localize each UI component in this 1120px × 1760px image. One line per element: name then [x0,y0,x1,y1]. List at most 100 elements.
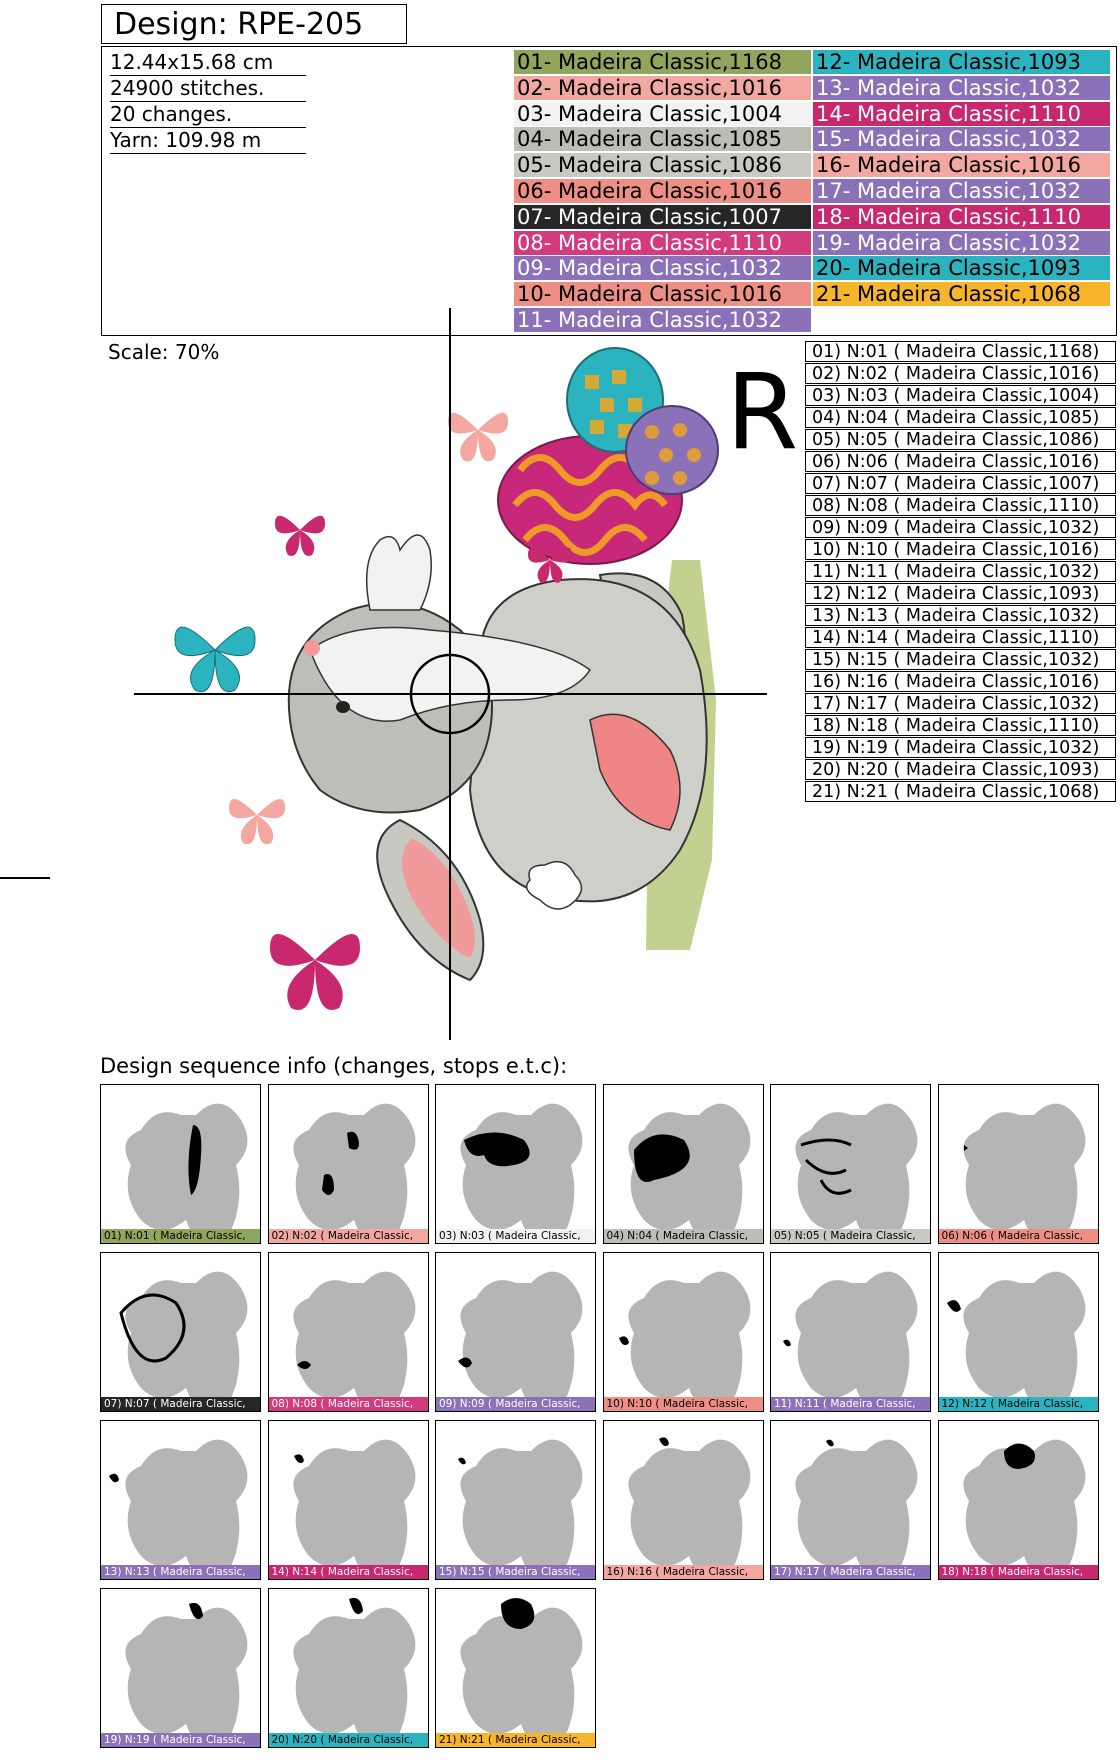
thumbnail-preview [618,1271,750,1399]
needle-row: 18) N:18 ( Madeira Classic,1110) [805,715,1116,736]
thumbnail-preview [962,1103,1085,1231]
design-silhouette [962,1439,1085,1567]
thumbnail-label: 06) N:06 ( Madeira Classic, [938,1229,1098,1243]
thumbnail-label: 17) N:17 ( Madeira Classic, [771,1565,930,1579]
design-silhouette [125,1271,248,1399]
thumbnail-preview [946,1271,1085,1399]
thumbnail-label: 09) N:09 ( Madeira Classic, [436,1397,595,1411]
thumbnail-preview [292,1271,415,1399]
color-chip: 20- Madeira Classic,1093 [813,256,1110,281]
sequence-thumbnail: 09) N:09 ( Madeira Classic, [435,1252,596,1412]
design-silhouette [460,1439,583,1567]
thumbnail-label: 04) N:04 ( Madeira Classic, [603,1229,763,1243]
needle-row: 12) N:12 ( Madeira Classic,1093) [805,583,1116,604]
butterfly-magenta-small [528,547,572,583]
rabbit-tail [525,860,583,910]
needle-row: 20) N:20 ( Madeira Classic,1093) [805,759,1116,780]
thumbnail-preview [627,1437,750,1567]
color-chip: 07- Madeira Classic,1007 [514,204,811,229]
needle-row: 02) N:02 ( Madeira Classic,1016) [805,363,1116,384]
design-silhouette [125,1439,248,1567]
stitch-region [800,1138,852,1195]
color-chip: 19- Madeira Classic,1032 [813,230,1110,255]
sequence-thumbnail: 05) N:05 ( Madeira Classic, [770,1084,931,1244]
embroidery-preview [134,308,767,1040]
design-silhouette [627,1271,750,1399]
needle-row: 06) N:06 ( Madeira Classic,1016) [805,451,1116,472]
thumbnail-preview [109,1439,248,1567]
design-size: 12.44x15.68 cm [110,50,306,76]
rabbit-side-ear [589,713,681,831]
needle-row: 07) N:07 ( Madeira Classic,1007) [805,473,1116,494]
stitch-region [119,1293,186,1363]
butterfly-magenta-bottom [270,934,360,1010]
design-silhouette [460,1103,583,1231]
rabbit-paw [365,534,432,611]
thumbnail-label: 21) N:21 ( Madeira Classic, [436,1733,595,1747]
color-chip: 01- Madeira Classic,1168 [514,50,811,74]
needle-row: 19) N:19 ( Madeira Classic,1032) [805,737,1116,758]
design-silhouette [292,1271,415,1399]
needle-row: 11) N:11 ( Madeira Classic,1032) [805,561,1116,582]
color-chip: 06- Madeira Classic,1016 [514,179,811,203]
sequence-thumbnail: 07) N:07 ( Madeira Classic, [100,1252,261,1412]
crosshair-circle [409,653,491,735]
needle-row: 16) N:16 ( Madeira Classic,1016) [805,671,1116,692]
thumbnail-preview [783,1271,918,1399]
color-chip: 09- Madeira Classic,1032 [514,256,811,281]
color-chip: 10- Madeira Classic,1016 [514,282,811,307]
color-chip: 08- Madeira Classic,1110 [514,230,811,255]
stitch-region [963,1145,968,1151]
stitch-region [109,1473,119,1483]
orientation-mark: R [726,351,799,473]
needle-row: 05) N:05 ( Madeira Classic,1086) [805,429,1116,450]
thumbnail-preview [119,1271,248,1399]
thumbnail-label: 02) N:02 ( Madeira Classic, [268,1229,428,1243]
design-title: Design: RPE-205 [101,4,407,44]
color-chip: 14- Madeira Classic,1110 [813,101,1110,126]
color-chip: 21- Madeira Classic,1068 [813,282,1110,307]
scale-label: Scale: 70% [108,340,220,364]
stitch-region [658,1437,669,1447]
sequence-thumbnail: 11) N:11 ( Madeira Classic, [770,1252,931,1412]
sequence-title: Design sequence info (changes, stops e.t… [100,1054,568,1078]
color-chip: 11- Madeira Classic,1032 [514,308,811,332]
thumbnail-label: 20) N:20 ( Madeira Classic, [268,1733,428,1747]
butterfly-pink-top [448,412,508,462]
sequence-thumbnail: 02) N:02 ( Madeira Classic, [267,1084,429,1244]
stitch-region [464,1132,530,1167]
thumbnail-label: 05) N:05 ( Madeira Classic, [771,1229,930,1243]
needle-row: 21) N:21 ( Madeira Classic,1068) [805,781,1116,802]
sequence-thumbnail: 06) N:06 ( Madeira Classic, [937,1084,1099,1244]
color-chip: 12- Madeira Classic,1093 [813,50,1110,74]
design-silhouette [962,1103,1085,1231]
edge-tick [0,877,50,879]
sequence-thumbnail: 18) N:18 ( Madeira Classic, [937,1420,1099,1580]
design-silhouette [627,1439,750,1567]
thumbnail-preview [795,1439,918,1567]
sequence-thumbnail: 13) N:13 ( Madeira Classic, [100,1420,261,1580]
sequence-thumbnail: 10) N:10 ( Madeira Classic, [602,1252,764,1412]
sequence-thumbnail: 15) N:15 ( Madeira Classic, [435,1420,596,1580]
stitch-region [946,1300,961,1312]
thumbnail-preview [125,1602,248,1735]
needle-row: 08) N:08 ( Madeira Classic,1110) [805,495,1116,516]
yarn-length: Yarn: 109.98 m [110,128,306,154]
sequence-thumbnail: 01) N:01 ( Madeira Classic, [100,1084,261,1244]
sequence-thumbnail: 16) N:16 ( Madeira Classic, [602,1420,764,1580]
sequence-thumbnail: 12) N:12 ( Madeira Classic, [937,1252,1099,1412]
stitch-region [296,1361,311,1369]
needle-row: 13) N:13 ( Madeira Classic,1032) [805,605,1116,626]
design-silhouette [795,1439,918,1567]
design-silhouette [795,1103,918,1231]
thumbnail-label: 07) N:07 ( Madeira Classic, [101,1397,260,1411]
change-count: 20 changes. [110,102,306,128]
butterfly-pink-mid [229,799,285,845]
thumbnail-label: 10) N:10 ( Madeira Classic, [603,1397,763,1411]
stitch-region [321,1131,359,1195]
purple-easter-egg [625,405,719,495]
needle-row: 01) N:01 ( Madeira Classic,1168) [805,341,1116,362]
color-chip: 05- Madeira Classic,1086 [514,153,811,178]
thumbnail-label: 08) N:08 ( Madeira Classic, [268,1397,428,1411]
